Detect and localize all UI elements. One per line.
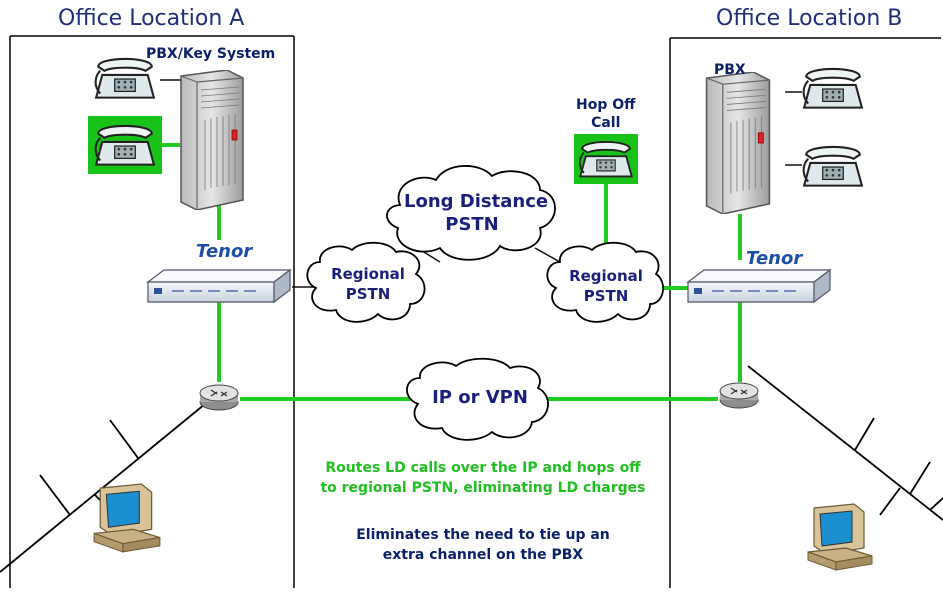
telephone-icon xyxy=(94,124,155,166)
long-distance-pstn-label: Long Distance PSTN xyxy=(404,191,549,235)
cloud-icon xyxy=(546,241,664,323)
tenor-gateway-icon xyxy=(147,269,291,303)
regional-pstn-right-label: Regional PSTN xyxy=(569,267,643,305)
router-icon xyxy=(199,384,239,411)
cloud-icon xyxy=(306,241,426,323)
pbx-key-system-label: PBX/Key System xyxy=(146,46,276,62)
eliminates-caption: Eliminates the need to tie up an extra c… xyxy=(356,527,610,563)
telephone-icon xyxy=(578,141,633,178)
cloud-icon xyxy=(386,165,556,261)
pbx-rack-icon xyxy=(180,70,244,210)
location-a-title: Office Location A xyxy=(58,6,245,31)
regional-pstn-left-label: Regional PSTN xyxy=(331,265,405,303)
tenor-brand-left: Tenor xyxy=(196,241,253,262)
ip-vpn-label: IP or VPN xyxy=(432,387,528,408)
telephone-icon xyxy=(94,57,155,99)
cloud-icon xyxy=(406,357,549,441)
pbx-label: PBX xyxy=(714,62,746,78)
telephone-icon xyxy=(802,67,863,109)
pbx-rack-icon xyxy=(705,72,771,214)
lan-right xyxy=(747,365,943,521)
tenor-brand-right: Tenor xyxy=(746,248,803,269)
location-b-title: Office Location B xyxy=(716,6,903,31)
router-icon xyxy=(719,382,759,409)
hop-off-call-label: Hop Off Call xyxy=(576,97,636,131)
computer-icon xyxy=(807,503,873,571)
computer-icon xyxy=(93,483,161,553)
telephone-icon xyxy=(802,145,863,187)
routes-caption: Routes LD calls over the IP and hops off… xyxy=(320,460,646,496)
green-links xyxy=(160,143,742,401)
tenor-gateway-icon xyxy=(687,269,831,303)
